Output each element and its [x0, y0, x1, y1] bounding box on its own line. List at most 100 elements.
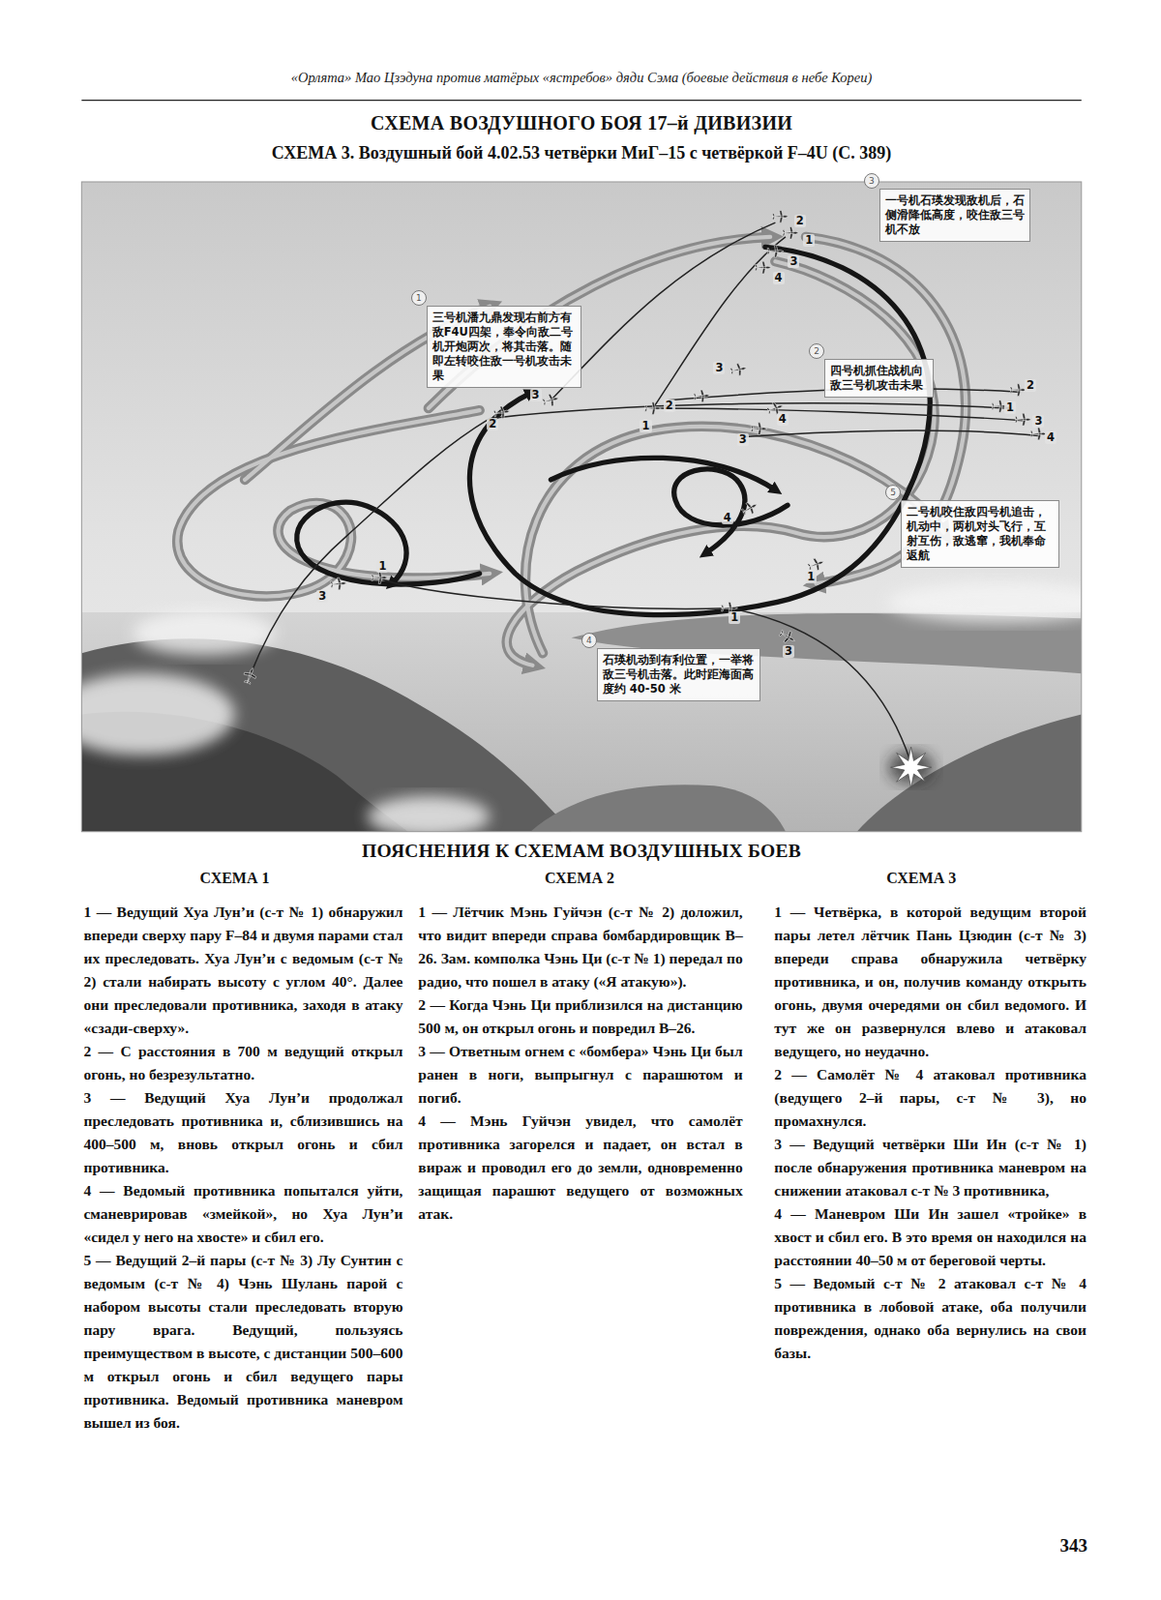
aircraft-number: 3	[737, 433, 749, 447]
aircraft	[241, 665, 260, 685]
aircraft-number: 2	[1024, 379, 1037, 392]
callout-number: 3	[863, 173, 880, 189]
aircraft	[729, 361, 748, 378]
right-shore	[857, 714, 1082, 832]
aircraft	[767, 244, 784, 258]
aircraft-number-anchor: 1	[804, 566, 817, 585]
aircraft-number: 3	[1032, 415, 1044, 428]
section-heading: ПОЯСНЕНИЯ К СХЕМАМ ВОЗДУШНЫХ БОЕВ	[81, 840, 1081, 863]
title-block: СХЕМА ВОЗДУШНОГО БОЯ 17–й ДИВИЗИИ	[81, 112, 1081, 135]
callout-number: 5	[885, 484, 901, 501]
aircraft-number: 1	[376, 560, 388, 573]
aircraft-number: 4	[773, 271, 785, 285]
cloud	[132, 610, 276, 655]
trajectory-line	[744, 430, 1040, 437]
callout-box: 2四号机抓住战机向敌三号机攻击未果	[824, 358, 934, 398]
column-heading: СХЕМА 2	[476, 869, 682, 888]
aircraft-number-anchor: 1	[1004, 397, 1016, 416]
aircraft-number-anchor: 3	[787, 251, 800, 269]
explanation-paragraph: 5 — Ведомый с-т № 2 атаковал с-т № 4 про…	[774, 1272, 1087, 1366]
explanation-paragraph: 2 — Когда Чэнь Ци приблизился на дистанц…	[417, 993, 743, 1041]
running-header-block: «Орлята» Мао Цзэдуна против матёрых «яст…	[81, 69, 1081, 87]
aircraft-number-anchor: 2	[794, 210, 806, 229]
aircraft-number-anchor: 3	[1032, 411, 1044, 429]
explanation-paragraph: 3 — Ведущий Хуа Лун’и продолжал преследо…	[83, 1086, 403, 1180]
page-number-block: 343	[1010, 1535, 1088, 1557]
aircraft-number: 1	[804, 570, 817, 584]
aircraft-number-anchor: 1	[728, 607, 741, 626]
explanation-paragraph: 1 — Ведущий Хуа Лун’и (с-т № 1) обнаружи…	[83, 900, 403, 1041]
trajectory-line	[653, 237, 786, 409]
explanation-paragraph: 2 — С расстояния в 700 м ведущий открыл …	[83, 1040, 403, 1087]
cloud	[81, 673, 235, 755]
aircraft-number-anchor: 4	[776, 409, 789, 427]
header-rule	[81, 99, 1081, 101]
page-number: 343	[1010, 1535, 1088, 1557]
subtitle: СХЕМА 3. Воздушный бой 4.02.53 четвёрки …	[81, 143, 1081, 164]
trajectory-line	[653, 408, 1024, 421]
callout-box: 4石瑛机动到有利位置，一举将敌三号机击落。此时距海面高度约 40-50 米	[596, 648, 761, 702]
aircraft	[740, 499, 761, 518]
aircraft-number-anchor: 4	[721, 507, 734, 526]
callout-text: 一号机石瑛发现敌机后，石侧滑降低高度，咬住敌三号机不放	[885, 193, 1025, 238]
aircraft-number: 4	[776, 413, 789, 426]
aircraft-number-anchor: 3	[737, 429, 749, 447]
column-heading: СХЕМА 1	[132, 869, 337, 888]
trajectory-line	[550, 222, 775, 400]
aircraft	[541, 391, 562, 409]
explosion	[891, 746, 932, 788]
callout-text: 二号机咬住敌四号机追击，机动中，两机对头飞行，互射互伤，敌逃窜，我机奉命返航	[906, 505, 1053, 564]
callout-box: 1三号机潘九鼎发现右前方有敌F4U四架，奉令向敌二号机开炮两次，将其击落。随即左…	[426, 305, 582, 388]
aircraft	[750, 422, 768, 436]
section-heading-block: ПОЯСНЕНИЯ К СХЕМАМ ВОЗДУШНЫХ БОЕВ	[81, 840, 1081, 863]
aircraft	[693, 388, 712, 403]
cloud	[367, 796, 491, 833]
text-column: 1 — Четвёрка, в которой ведущим второй п…	[774, 900, 1087, 1366]
aircraft	[777, 627, 799, 647]
aircraft-number-anchor: 3	[713, 357, 725, 376]
callout-text: 四号机抓住战机向敌三号机攻击未果	[830, 363, 928, 393]
aircraft-number-anchor: 2	[663, 395, 676, 414]
trajectory-line	[489, 403, 1011, 419]
aircraft-number: 4	[1044, 431, 1057, 445]
running-header: «Орлята» Мао Цзэдуна против матёрых «яст…	[81, 69, 1081, 87]
aircraft	[754, 261, 772, 274]
aircraft-number: 1	[1004, 401, 1016, 415]
aircraft-number: 3	[530, 388, 542, 402]
flight-path-dark	[674, 469, 788, 554]
aircraft-number: 2	[794, 214, 806, 228]
column-heading: СХЕМА 3	[819, 869, 1024, 888]
aircraft-number: 1	[803, 234, 815, 247]
aircraft-number: 1	[728, 611, 741, 625]
flight-path-dark	[297, 502, 480, 585]
aircraft	[772, 210, 789, 224]
aircraft-number: 2	[486, 417, 499, 431]
aircraft-number-anchor: 1	[803, 230, 815, 248]
column-heading-block: СХЕМА 3	[819, 869, 1024, 888]
callout-text: 石瑛机动到有利位置，一举将敌三号机击落。此时距海面高度约 40-50 米	[602, 653, 755, 697]
aircraft-number-anchor: 3	[316, 586, 328, 604]
aircraft-number: 3	[713, 361, 725, 375]
explanation-paragraph: 3 — Ответным огнем с «бомбера» Чэнь Ци б…	[417, 1040, 743, 1110]
aircraft-number: 3	[782, 645, 795, 658]
aircraft-number: 3	[787, 255, 800, 268]
aircraft-number: 4	[721, 511, 734, 525]
aircraft-number-anchor: 4	[773, 267, 785, 286]
column-heading-block: СХЕМА 1	[132, 869, 337, 888]
callout-text: 三号机潘九鼎发现右前方有敌F4U四架，奉令向敌二号机开炮两次，将其击落。随即左转…	[432, 310, 576, 384]
flight-path-dark	[550, 457, 775, 490]
aircraft-number-anchor: 4	[1044, 427, 1057, 446]
explanation-paragraph: 4 — Маневром Ши Ин зашел «тройке» в хвос…	[774, 1202, 1087, 1273]
trajectory-line	[382, 579, 730, 609]
column-heading-block: СХЕМА 2	[476, 869, 682, 888]
aircraft-number-anchor: 2	[486, 414, 499, 432]
aircraft	[371, 571, 388, 585]
explanation-paragraph: 2 — Самолёт № 4 атаковал противника (вед…	[774, 1063, 1087, 1133]
flight-path-highlight	[177, 410, 490, 596]
aircraft	[782, 226, 800, 239]
subtitle-block: СХЕМА 3. Воздушный бой 4.02.53 четвёрки …	[81, 143, 1081, 164]
aircraft-number: 3	[316, 590, 328, 603]
explanation-paragraph: 5 — Ведущий 2–й пары (с-т № 3) Лу Сунтин…	[83, 1249, 403, 1435]
aircraft	[644, 402, 661, 416]
sky	[81, 181, 1081, 833]
